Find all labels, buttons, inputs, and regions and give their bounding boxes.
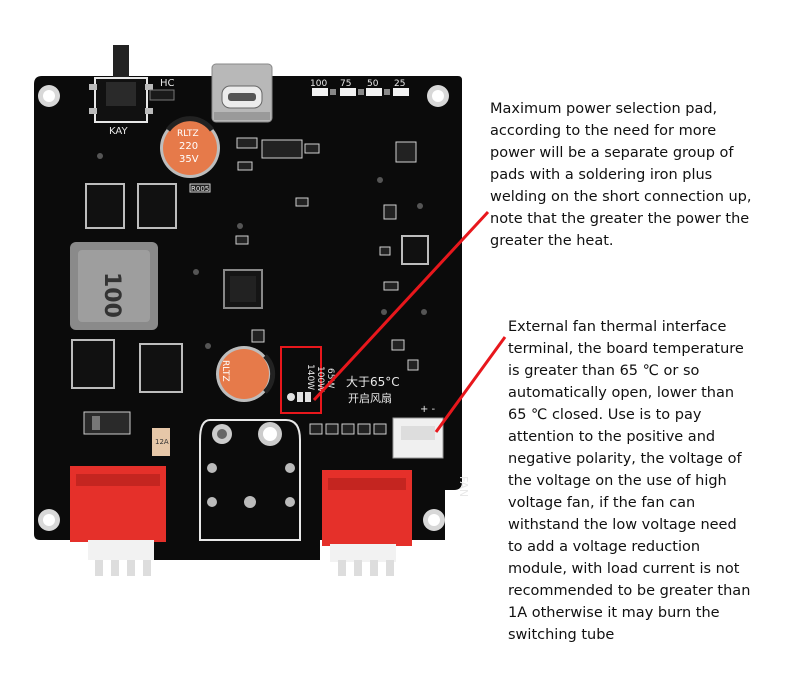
fuse <box>152 428 170 456</box>
annotation-line: terminal, the board temperature <box>508 341 744 357</box>
annotation-line: Maximum power selection pad, <box>490 101 718 117</box>
silk-fan: FAN <box>457 476 470 497</box>
cap-top-line1: RLTZ <box>177 129 199 139</box>
silk-led-50: 50 <box>367 79 379 89</box>
pcb-board-photo: KAY HC RLTZ 220 35V 100 75 50 25 <box>34 45 470 576</box>
silk-led-25: 25 <box>394 79 405 89</box>
cap-top-line2: 220 <box>179 141 198 152</box>
tact-switch <box>89 45 153 123</box>
annotation-fan-interface: External fan thermal interface terminal,… <box>508 316 793 646</box>
silk-r005: R005 <box>191 185 209 193</box>
pointer-fan-interface <box>434 336 507 433</box>
annotation-line: greater the heat. <box>490 233 614 249</box>
power-pad-highlight <box>280 346 322 414</box>
mounting-holes <box>38 85 449 531</box>
silk-led-75: 75 <box>340 79 351 89</box>
controller-chip <box>223 269 263 309</box>
annotation-line: is greater than 65 ℃ or so <box>508 363 700 379</box>
capacitor-mid <box>216 346 276 402</box>
silk-140w: 140W <box>305 364 315 390</box>
annotation-line: attention to the positive and <box>508 429 716 445</box>
silk-kay: KAY <box>109 126 128 137</box>
annotation-line: 1A otherwise it may burn the <box>508 605 720 621</box>
silk-65w: 65W <box>325 368 335 388</box>
silk-inductor: 100 <box>99 272 124 318</box>
silk-fan-open: 开启风扇 <box>348 391 392 405</box>
annotation-line: power will be a separate group of <box>490 145 734 161</box>
annotation-line: negative polarity, the voltage of <box>508 451 742 467</box>
annotation-line: pads with a soldering iron plus <box>490 167 713 183</box>
silk-100w: 100W <box>315 366 325 392</box>
annotation-line: 65 ℃ closed. Use is to pay <box>508 407 702 423</box>
vias <box>97 153 427 349</box>
diode <box>83 411 131 435</box>
mosfets <box>71 183 429 393</box>
pad-row <box>309 423 387 435</box>
annotation-line: switching tube <box>508 627 615 643</box>
silk-fan-temp: 大于65°C <box>346 375 400 389</box>
power-pads <box>287 392 311 402</box>
annotation-line: recommended to be greater than <box>508 583 751 599</box>
pointer-power-pad <box>312 210 490 402</box>
fan-connector <box>392 417 444 459</box>
silk-fuse: 12A <box>155 438 169 446</box>
inductor <box>70 242 158 330</box>
annotation-line: note that the greater the power the <box>490 211 750 227</box>
annotation-line: withstand the low voltage need <box>508 517 737 533</box>
annotation-line: External fan thermal interface <box>508 319 727 335</box>
silk-led-100: 100 <box>310 79 327 89</box>
annotation-line: welding on the short connection up, <box>490 189 752 205</box>
annotation-line: according to the need for more <box>490 123 717 139</box>
smd-components <box>189 137 419 371</box>
annotation-line: to add a voltage reduction <box>508 539 701 555</box>
led-indicators <box>312 88 409 96</box>
red-connector-left <box>70 466 166 576</box>
annotation-line: automatically open, lower than <box>508 385 735 401</box>
terminal-outline <box>199 419 301 541</box>
annotation-line: voltage fan, if the fan can <box>508 495 696 511</box>
capacitor-top <box>160 116 220 178</box>
red-connector-right <box>322 470 412 576</box>
usb-c-port <box>211 63 273 123</box>
cap-top-line3: 35V <box>179 154 199 165</box>
annotation-power-pad: Maximum power selection pad, according t… <box>490 98 790 252</box>
silk-plus-minus: + - <box>420 404 436 415</box>
silk-hc: HC <box>160 78 175 89</box>
annotation-line: the voltage on the use of high <box>508 473 727 489</box>
cap-mid-line1: RLTZ <box>220 360 230 382</box>
screw-terminals <box>207 422 295 508</box>
annotation-line: module, with load current is not <box>508 561 740 577</box>
